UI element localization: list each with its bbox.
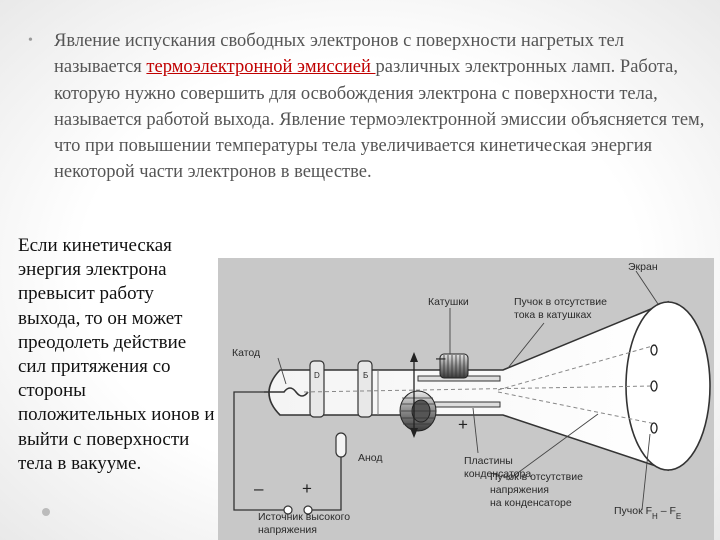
coil-upper — [439, 353, 469, 379]
force-arrow-head-down — [410, 428, 418, 438]
plate-minus-sign: – — [436, 348, 446, 367]
leader-plates — [472, 407, 479, 454]
wire-anode — [308, 457, 342, 511]
side-paragraph: Если кинетическая энергия электрона прев… — [18, 235, 215, 474]
source-minus-sign: – — [254, 479, 264, 498]
grid-d — [309, 360, 325, 418]
leader-cathode — [277, 357, 287, 385]
source-plus-sign: + — [302, 479, 312, 498]
leader-screen — [635, 270, 659, 305]
plate-plus-sign: + — [458, 415, 468, 434]
beam-deflected-up — [497, 344, 657, 391]
grid-d-label: D — [314, 371, 320, 380]
wire-cathode — [233, 391, 284, 511]
label-plates-1: Пластины — [464, 455, 513, 467]
terminal-minus — [283, 505, 293, 515]
spot-lower — [650, 422, 658, 434]
label-beam-coil-1: Пучок в отсутствие — [514, 296, 607, 308]
label-beam-coil-2: тока в катушках — [514, 309, 592, 321]
beam-deflected-down — [497, 391, 657, 425]
coil-lower — [399, 390, 437, 432]
grid-b — [357, 360, 373, 418]
label-cathode: Катод — [232, 347, 260, 359]
leader-beam-force — [641, 433, 651, 511]
empty-bullet-icon — [42, 508, 50, 516]
label-beam-force: Пучок FH – FE — [614, 505, 681, 521]
label-anode: Анод — [358, 452, 383, 464]
force-arrow-head-up — [410, 352, 418, 362]
crt-diagram-svg: D Б — [218, 258, 714, 540]
anode-pin — [335, 432, 347, 458]
definition-text-end: различных электронных ламп. Работа, кото… — [54, 57, 705, 183]
label-source-1: Источник высокого — [258, 511, 350, 523]
label-beam-voltage-3: на конденсаторе — [490, 497, 572, 509]
label-source-2: напряжения — [258, 524, 317, 536]
bullet-icon: • — [28, 33, 33, 48]
label-beam-voltage-2: напряжения — [490, 484, 549, 496]
label-screen: Экран — [628, 261, 658, 273]
definition-text-start: Явление испускания свободных электронов … — [54, 31, 625, 78]
electron-beam — [303, 385, 654, 393]
crt-diagram: D Б — [218, 258, 714, 540]
grid-b-label: Б — [363, 371, 368, 380]
spot-center — [650, 380, 658, 392]
definition-paragraph: • Явление испускания свободных электроно… — [28, 28, 708, 186]
spot-upper — [650, 344, 658, 356]
label-plates-2: конденсатора — [464, 468, 531, 480]
term-highlight: термоэлектронной эмиссией — [146, 57, 376, 78]
definition-text: Явление испускания свободных электронов … — [28, 28, 708, 186]
label-coils: Катушки — [428, 296, 469, 308]
leader-beam-voltage — [507, 413, 599, 481]
cathode-filament — [264, 387, 309, 397]
screen-shape — [625, 301, 711, 471]
leader-beam-coil — [507, 322, 545, 369]
terminal-plus — [303, 505, 313, 515]
label-beam-voltage-1: Пучок в отсутствие — [490, 471, 583, 483]
